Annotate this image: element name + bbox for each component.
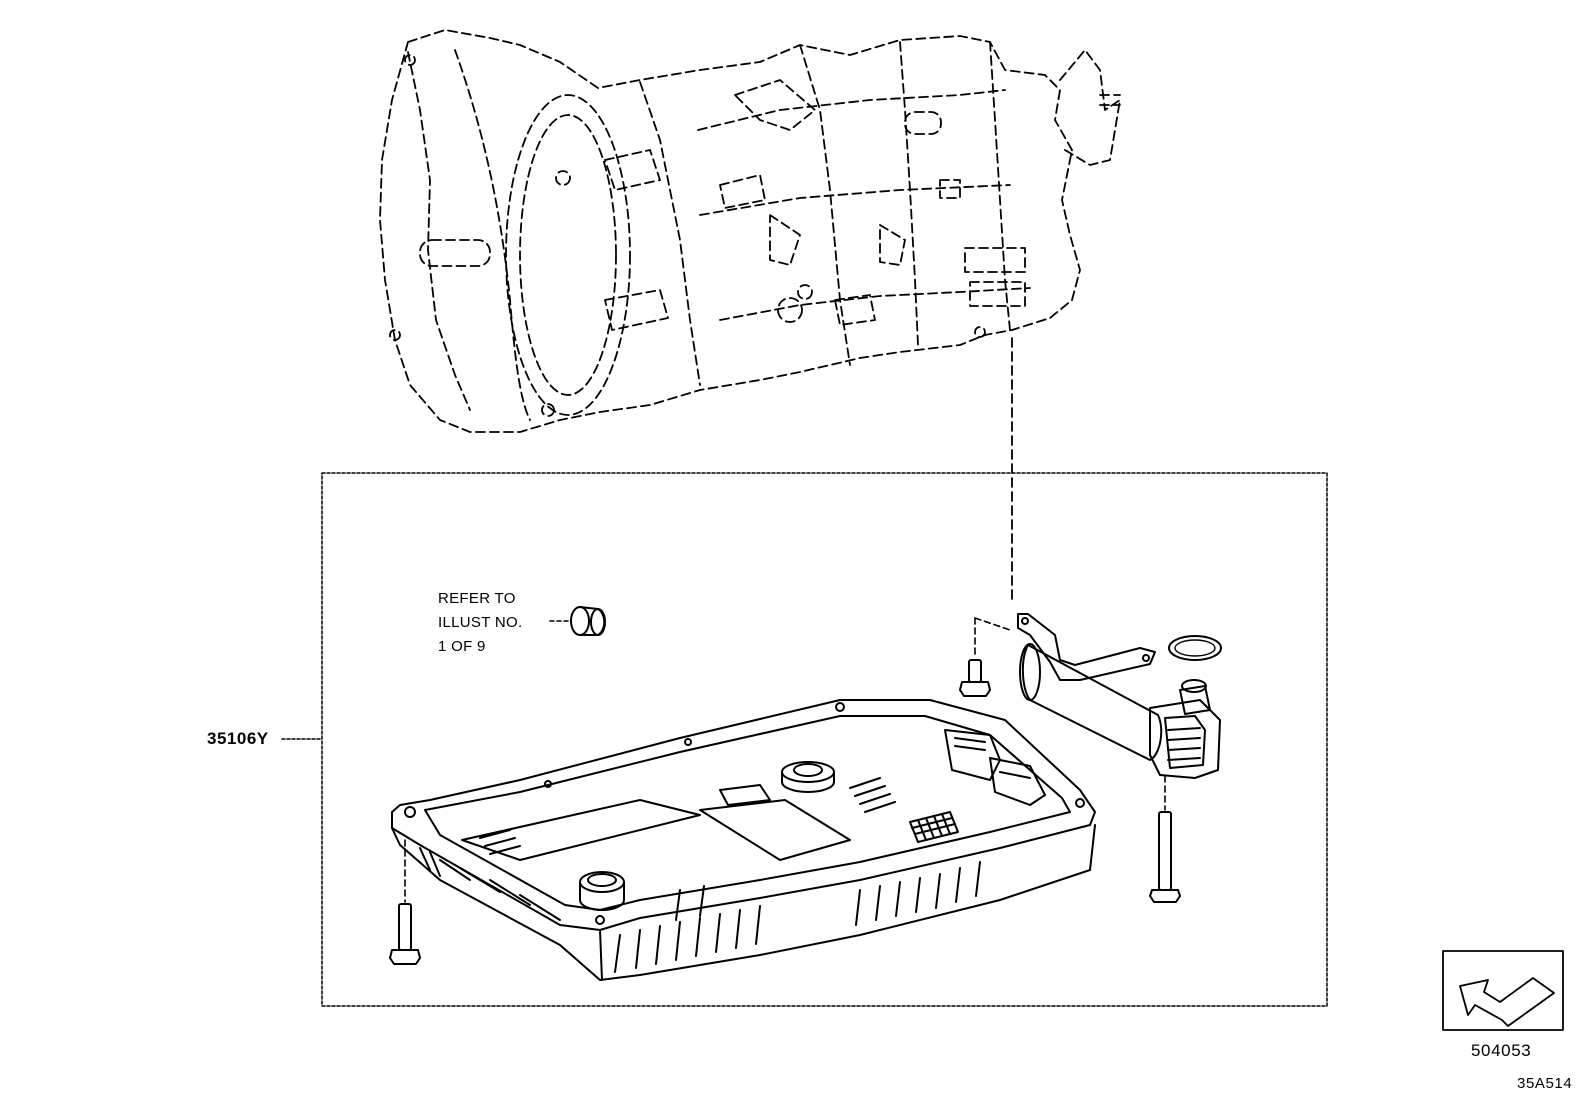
o-ring-icon xyxy=(1168,635,1222,661)
direction-box-number: 504053 xyxy=(1471,1041,1532,1060)
transmission-case-reference xyxy=(379,29,1121,601)
refer-note-line-1: REFER TO xyxy=(438,590,516,607)
oil-strainer-icon xyxy=(1017,613,1221,779)
refer-note-line-3: 1 OF 9 xyxy=(438,638,486,655)
front-direction-box xyxy=(1442,950,1564,1031)
long-bolt-icon xyxy=(1149,775,1181,903)
assembly-frame xyxy=(321,472,1328,1007)
illustration-code: 35A514 xyxy=(1517,1075,1573,1092)
drain-plug-icon xyxy=(549,606,606,636)
refer-note-line-2: ILLUST NO. xyxy=(438,614,523,631)
pan-bolt-icon xyxy=(389,839,421,965)
front-direction-arrow-icon xyxy=(1459,977,1555,1027)
part-callout-35106Y[interactable]: 35106Y xyxy=(207,729,269,748)
oil-pan-icon xyxy=(391,699,1096,981)
strainer-bolt-icon xyxy=(959,617,1011,697)
